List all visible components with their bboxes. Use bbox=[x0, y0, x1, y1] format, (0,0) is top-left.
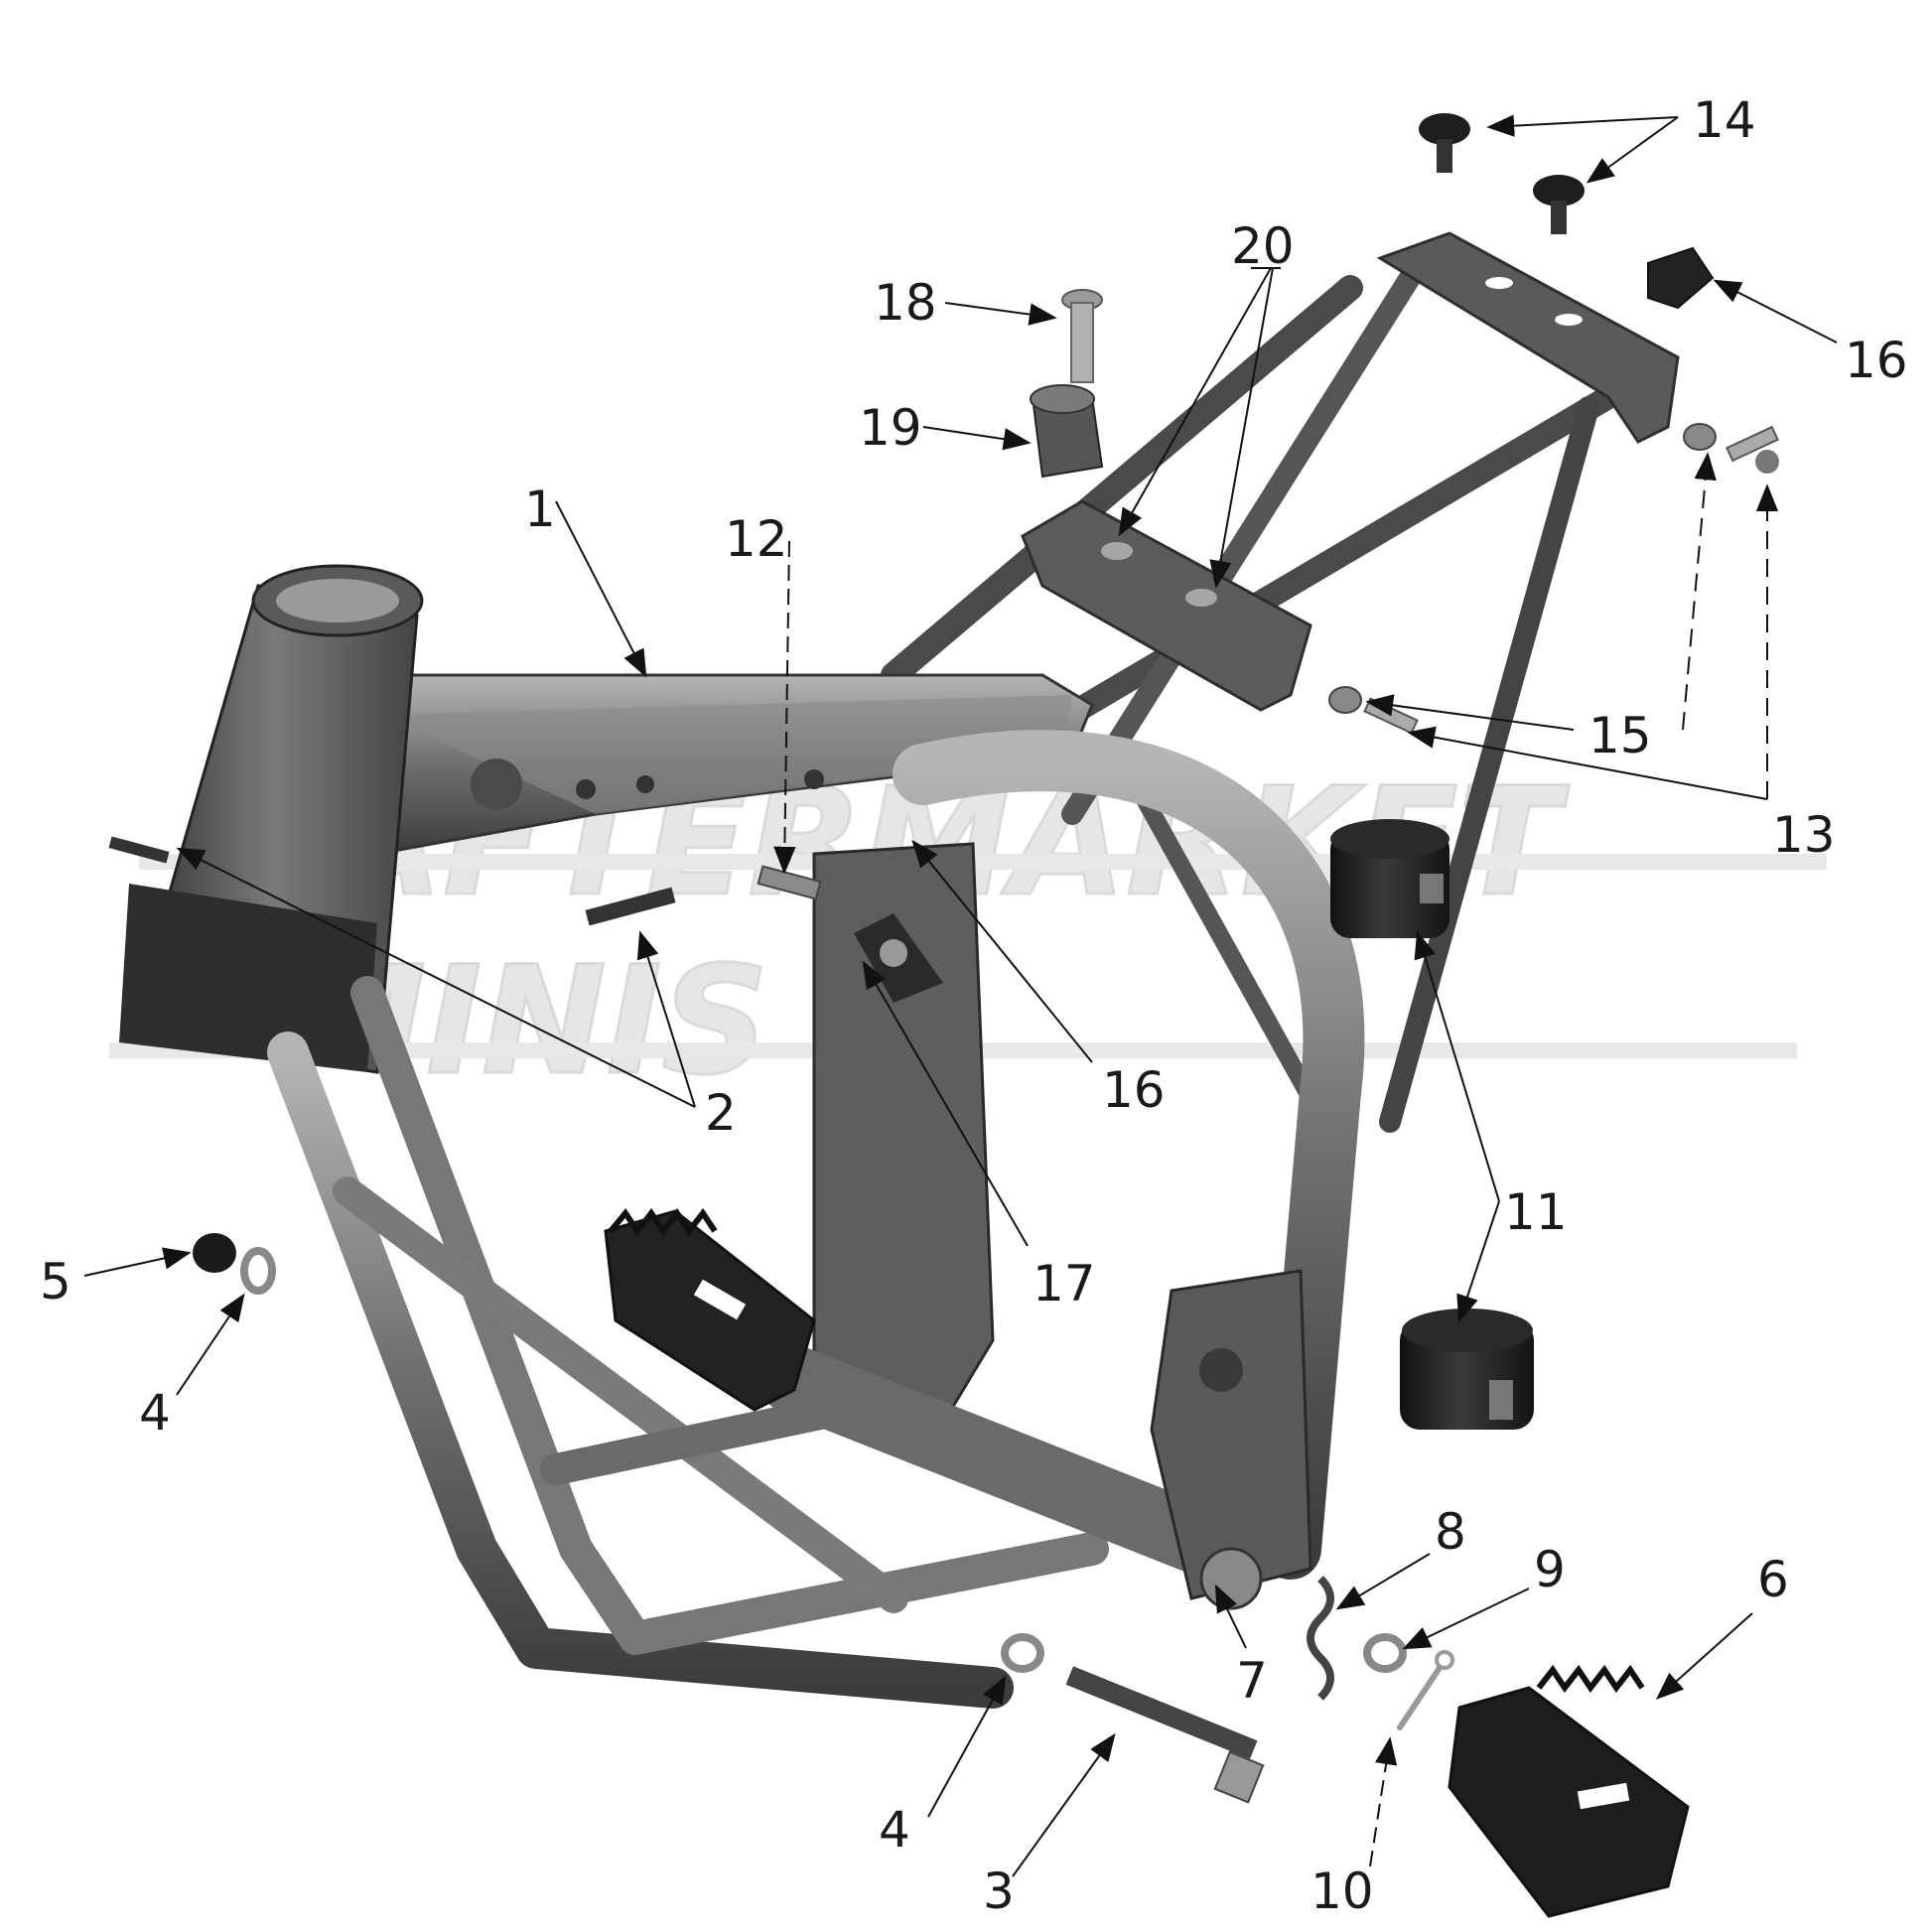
part-2-stud bbox=[108, 836, 170, 864]
leader-16-upper bbox=[1713, 279, 1838, 344]
leader-9 bbox=[1402, 1587, 1530, 1650]
seat-mount-bracket bbox=[1021, 499, 1312, 712]
part-16-clip bbox=[1647, 246, 1715, 310]
head-tube-bore bbox=[276, 579, 399, 622]
mount-slot bbox=[1485, 277, 1513, 289]
pivot-boss bbox=[1199, 1547, 1263, 1610]
callout-10: 10 bbox=[1311, 1863, 1374, 1920]
leader-15-lower bbox=[1365, 694, 1575, 731]
part-3-pivot-bolt bbox=[1065, 1666, 1265, 1804]
callout-14: 13 bbox=[1772, 806, 1836, 864]
part-14-bolt-upper bbox=[1725, 425, 1779, 474]
leader-13 bbox=[862, 960, 1029, 1247]
leader-4-left bbox=[176, 1293, 245, 1396]
leader-8 bbox=[1335, 1553, 1431, 1610]
rear-fender-mount bbox=[1376, 231, 1680, 444]
leader-11-upper bbox=[1414, 930, 1500, 1202]
main-frame bbox=[119, 564, 1365, 1709]
leader-lines bbox=[83, 114, 1838, 1877]
frame-hole bbox=[1199, 1348, 1243, 1392]
callout-3: 3 bbox=[983, 1863, 1015, 1920]
leader-7 bbox=[1214, 1584, 1247, 1649]
callout-2: 2 bbox=[705, 1084, 737, 1142]
part-4-washer-bottom bbox=[1001, 1633, 1044, 1673]
part-5-nut bbox=[193, 1233, 236, 1273]
leader-15-upper bbox=[1682, 452, 1717, 731]
leader-17-upper bbox=[1486, 114, 1679, 137]
leader-5 bbox=[83, 1247, 192, 1277]
leader-1 bbox=[555, 500, 647, 678]
part-19-bushing bbox=[1030, 384, 1104, 479]
callout-17: 14 bbox=[1693, 91, 1756, 149]
part-15-nut-lower bbox=[1328, 686, 1362, 714]
callout-16-lower: 16 bbox=[1102, 1061, 1166, 1119]
callout-5: 5 bbox=[40, 1253, 71, 1311]
leader-12 bbox=[773, 540, 796, 875]
part-18-bolt bbox=[1061, 289, 1103, 383]
part-6-footpeg bbox=[1448, 1664, 1690, 1918]
callout-12: 12 bbox=[725, 510, 788, 568]
part-11-upper-mount bbox=[1330, 819, 1449, 938]
leader-17-lower bbox=[1586, 116, 1679, 184]
leader-2-bolt bbox=[636, 930, 696, 1108]
leader-14-lower bbox=[1407, 726, 1768, 800]
callout-8: 8 bbox=[1435, 1503, 1466, 1561]
part-2-bolt bbox=[585, 887, 676, 926]
leader-20-b bbox=[1209, 267, 1274, 589]
part-8-spring bbox=[1307, 1576, 1334, 1701]
part-13-link bbox=[854, 913, 943, 1003]
part-11-lower-mount bbox=[1400, 1309, 1534, 1430]
leader-20-a bbox=[1118, 267, 1272, 537]
leader-6 bbox=[1655, 1612, 1753, 1700]
callout-19: 19 bbox=[859, 399, 922, 457]
callout-13: 17 bbox=[1033, 1255, 1096, 1312]
frame-hole bbox=[804, 769, 824, 789]
leader-11-lower bbox=[1456, 1200, 1500, 1323]
leader-3 bbox=[1012, 1732, 1116, 1877]
callout-4-left: 4 bbox=[139, 1384, 171, 1442]
callout-9: 9 bbox=[1534, 1541, 1566, 1598]
callout-1: 1 bbox=[524, 481, 556, 538]
part-10-cotter-pin bbox=[1397, 1650, 1454, 1730]
leader-18 bbox=[944, 302, 1057, 326]
part-14-bolt-lower bbox=[1363, 697, 1419, 735]
callout-11: 11 bbox=[1504, 1183, 1568, 1241]
mount-slot bbox=[1555, 314, 1583, 326]
part-17-upper bbox=[1419, 113, 1470, 173]
callout-6: 6 bbox=[1757, 1551, 1789, 1608]
frame-hole bbox=[636, 775, 654, 793]
bracket-bushing bbox=[1101, 542, 1133, 560]
callout-4-bottom: 4 bbox=[879, 1801, 910, 1859]
part-15-nut-upper bbox=[1683, 423, 1717, 451]
frame-hole bbox=[471, 759, 522, 810]
frame-hole bbox=[576, 779, 596, 799]
part-4-washer-left bbox=[240, 1247, 276, 1295]
part-17-lower bbox=[1533, 175, 1585, 234]
leader-4-bottom bbox=[927, 1675, 1007, 1818]
bracket-bushing bbox=[1185, 589, 1217, 607]
leader-19 bbox=[922, 426, 1032, 451]
part-9-washer bbox=[1363, 1633, 1407, 1673]
callout-16-upper: 16 bbox=[1845, 332, 1908, 389]
callout-18: 18 bbox=[874, 274, 937, 332]
callout-labels: 14 16 20 18 19 1 12 15 13 11 16 17 2 5 4… bbox=[40, 91, 1908, 1920]
leader-2-stud bbox=[176, 847, 696, 1108]
head-tube-lower bbox=[119, 884, 377, 1072]
left-footpeg bbox=[604, 1207, 816, 1412]
callout-15: 15 bbox=[1588, 707, 1652, 764]
leader-10 bbox=[1369, 1736, 1398, 1867]
callout-7: 7 bbox=[1236, 1652, 1268, 1710]
callout-20: 20 bbox=[1231, 217, 1295, 275]
leader-16-lower bbox=[911, 839, 1093, 1063]
